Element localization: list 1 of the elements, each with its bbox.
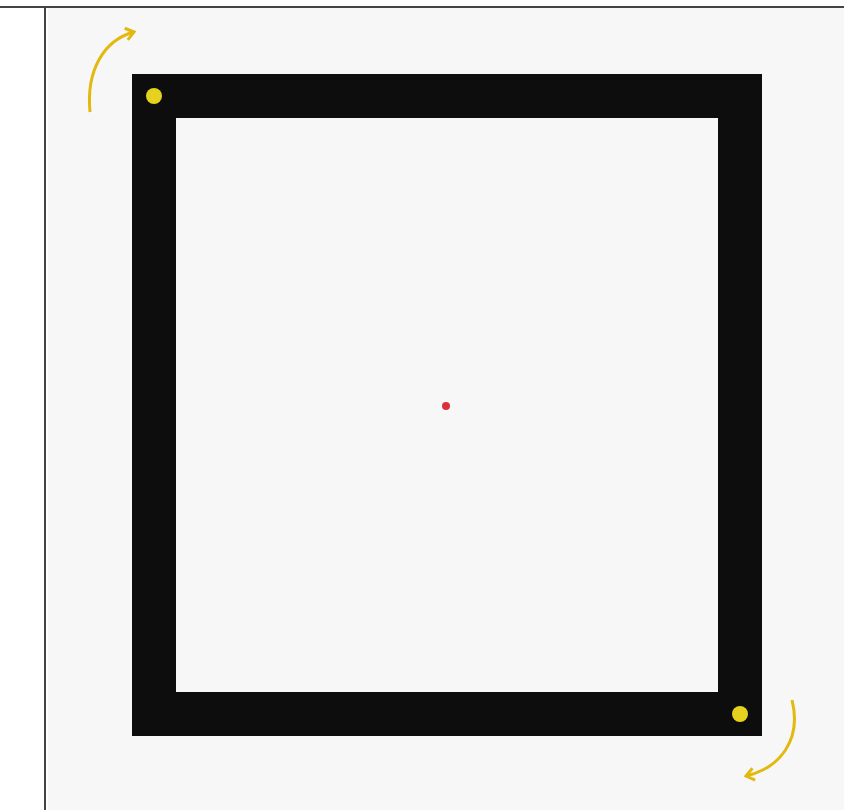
square-frame [132, 74, 762, 736]
